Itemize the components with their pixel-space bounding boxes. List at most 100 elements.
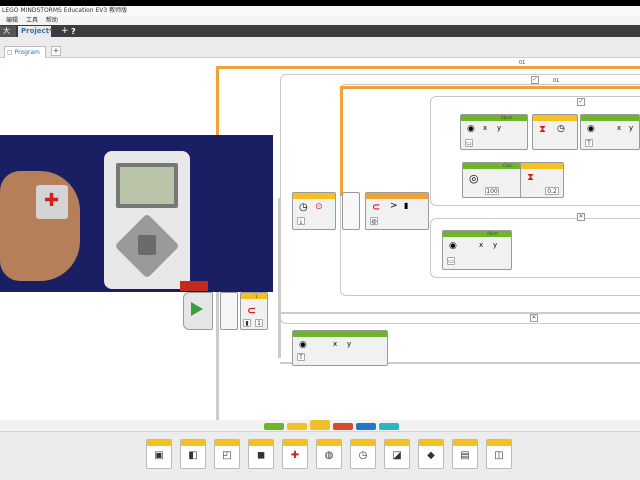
palette-tab-data[interactable] xyxy=(333,423,353,430)
rail-left-down xyxy=(216,218,219,420)
timer-mode-selector[interactable]: ⤓ xyxy=(297,217,305,225)
timer-sensor-icon: ◷ xyxy=(358,450,368,461)
color-sensor-icon: ◧ xyxy=(188,450,198,461)
rail-lower-horizontal xyxy=(280,362,640,364)
palette-block-4[interactable]: ◼ xyxy=(248,439,274,469)
switch-case-top[interactable] xyxy=(430,96,640,206)
gyro-sensor-icon: ◰ xyxy=(222,450,232,461)
energy-meter-icon: ▤ xyxy=(460,450,470,461)
tab-project[interactable]: Project* xyxy=(18,26,53,37)
help-button[interactable]: ? xyxy=(71,27,76,36)
rail-mid-horizontal xyxy=(280,312,640,314)
tab-program[interactable]: ▢ Program xyxy=(4,46,46,58)
loop-check-outer[interactable]: ✓ xyxy=(531,76,539,84)
wait-input[interactable]: 1 xyxy=(255,319,263,327)
display-block-1[interactable]: ◉ x y T xyxy=(580,114,640,150)
palette-tab-flow[interactable] xyxy=(287,423,307,430)
wire-orange-top xyxy=(216,66,640,69)
compare-mode-selector[interactable]: ◍ xyxy=(370,217,378,225)
display-y-label-2: y xyxy=(629,124,634,132)
wait-mode-selector[interactable]: ▮ xyxy=(243,319,251,327)
palette-block-6[interactable]: ◍ xyxy=(316,439,342,469)
wait-block-3[interactable]: ⧗ 0.2 xyxy=(520,162,564,198)
loop-label-outer: 01 xyxy=(519,60,526,66)
palette-block-5[interactable]: ✚ xyxy=(282,439,308,469)
palette-block-8[interactable]: ◪ xyxy=(384,439,410,469)
motor-block[interactable]: Click ◎ 100 xyxy=(462,162,528,198)
sound-block-2[interactable]: Abort ◉ x y ▭ xyxy=(442,230,512,270)
wait-seconds-input[interactable]: 0.2 xyxy=(545,187,559,195)
display-text-mode-2[interactable]: T xyxy=(297,353,305,361)
display-x-label: x xyxy=(483,124,488,132)
programming-canvas[interactable]: 01 ✓ 01 ✓ ✕ ✕ 1 ⊂ ▮ 1 xyxy=(0,58,640,420)
ev3-brick-screen xyxy=(116,163,178,208)
timer-wait-block[interactable]: ◷ ⊙ ⤓ xyxy=(292,192,336,230)
hourglass-icon-2: ⧗ xyxy=(527,172,535,183)
display-text-block[interactable]: ◉ x y T xyxy=(292,330,388,366)
switch-close-2[interactable]: ✕ xyxy=(530,314,538,322)
palette-block-2[interactable]: ◧ xyxy=(180,439,206,469)
sound-block-1[interactable]: Abort ◉ x y ▭ xyxy=(460,114,528,150)
palette-block-1[interactable]: ▣ xyxy=(146,439,172,469)
play-icon xyxy=(191,302,203,316)
palette-tab-action[interactable] xyxy=(264,423,284,430)
sensor-icon: ⊂ xyxy=(372,202,381,213)
palette-block-11[interactable]: ◫ xyxy=(486,439,512,469)
wait-block[interactable]: 1 ⊂ ▮ 1 xyxy=(240,292,268,330)
ultrasonic-sensor-icon: ◆ xyxy=(427,450,435,461)
nxt-sound-icon: ◫ xyxy=(494,450,504,461)
wait-block-2[interactable]: ⧗ ◷ xyxy=(532,114,578,150)
motor-power-input[interactable]: 100 xyxy=(485,187,499,195)
display-text-mode[interactable]: T xyxy=(585,139,593,147)
palette-block-9[interactable]: ◆ xyxy=(418,439,444,469)
touch-sensor-image xyxy=(36,185,68,219)
timer-icon: ◷ xyxy=(299,202,308,213)
cross-axle-icon: ✚ xyxy=(44,190,60,211)
tab-lobby[interactable]: 大厅 xyxy=(0,26,16,46)
menu-bar: 编辑 工具 帮助 xyxy=(0,16,640,25)
switch-check[interactable]: ✓ xyxy=(577,98,585,106)
sound-block-1-label: Abort xyxy=(501,115,512,120)
display-x-label-4: x xyxy=(333,340,338,348)
palette-tab-myblocks[interactable] xyxy=(379,423,399,430)
menu-item-help[interactable]: 帮助 xyxy=(45,17,58,24)
display-x-label-2: x xyxy=(617,124,622,132)
color-compare-block[interactable]: ⊂ > ▮ ◍ xyxy=(365,192,429,230)
add-program-button[interactable]: + xyxy=(51,46,61,56)
menu-item-tools[interactable]: 工具 xyxy=(25,17,38,24)
loop-label-inner: 01 xyxy=(553,78,560,84)
display-y-label-3: y xyxy=(493,241,498,249)
switch-close[interactable]: ✕ xyxy=(577,213,585,221)
palette-tab-advanced[interactable] xyxy=(356,423,376,430)
palette-block-7[interactable]: ◷ xyxy=(350,439,376,469)
program-icon: ▢ xyxy=(7,49,15,56)
display-y-label: y xyxy=(497,124,502,132)
project-tab-bar: 大厅 Project* + ? xyxy=(0,25,640,46)
window-title-bar: LEGO MINDSTORMS Education EV3 教师版 xyxy=(0,6,640,16)
menu-item-edit[interactable]: 编辑 xyxy=(6,17,19,24)
threshold-icon: ▮ xyxy=(404,201,409,210)
switch-case-bottom[interactable] xyxy=(430,218,640,278)
ev3-screen: LEGO MINDSTORMS Education EV3 教师版 编辑 工具 … xyxy=(0,6,640,480)
display-x-label-3: x xyxy=(479,241,484,249)
display-icon-2: ◉ xyxy=(299,340,307,350)
sound-mode-selector[interactable]: ▭ xyxy=(465,139,473,147)
red-piece-image xyxy=(180,281,208,291)
program-tab-bar: ▢ Program + xyxy=(0,37,640,58)
brick-button-icon: ▣ xyxy=(154,450,164,461)
display-y-label-4: y xyxy=(347,340,352,348)
add-project-button[interactable]: + xyxy=(61,26,69,36)
loop-entry-block xyxy=(342,192,360,230)
rotation-sensor-icon: ✚ xyxy=(290,450,300,461)
start-block[interactable] xyxy=(183,292,213,330)
palette-block-3[interactable]: ◰ xyxy=(214,439,240,469)
wire-orange-inner xyxy=(340,86,640,89)
block-palette: ▣ ◧ ◰ ◼ ✚ ◍ ◷ ◪ ◆ ▤ ◫ xyxy=(0,431,640,480)
palette-tab-sensor[interactable] xyxy=(310,420,330,430)
palette-block-10[interactable]: ▤ xyxy=(452,439,478,469)
sound-mode-selector-2[interactable]: ▭ xyxy=(447,257,455,265)
infrared-sensor-icon: ◼ xyxy=(256,450,266,461)
ev3-brick-center-button xyxy=(138,235,156,255)
clock-icon: ◷ xyxy=(557,124,565,134)
display-icon: ◉ xyxy=(587,124,595,134)
